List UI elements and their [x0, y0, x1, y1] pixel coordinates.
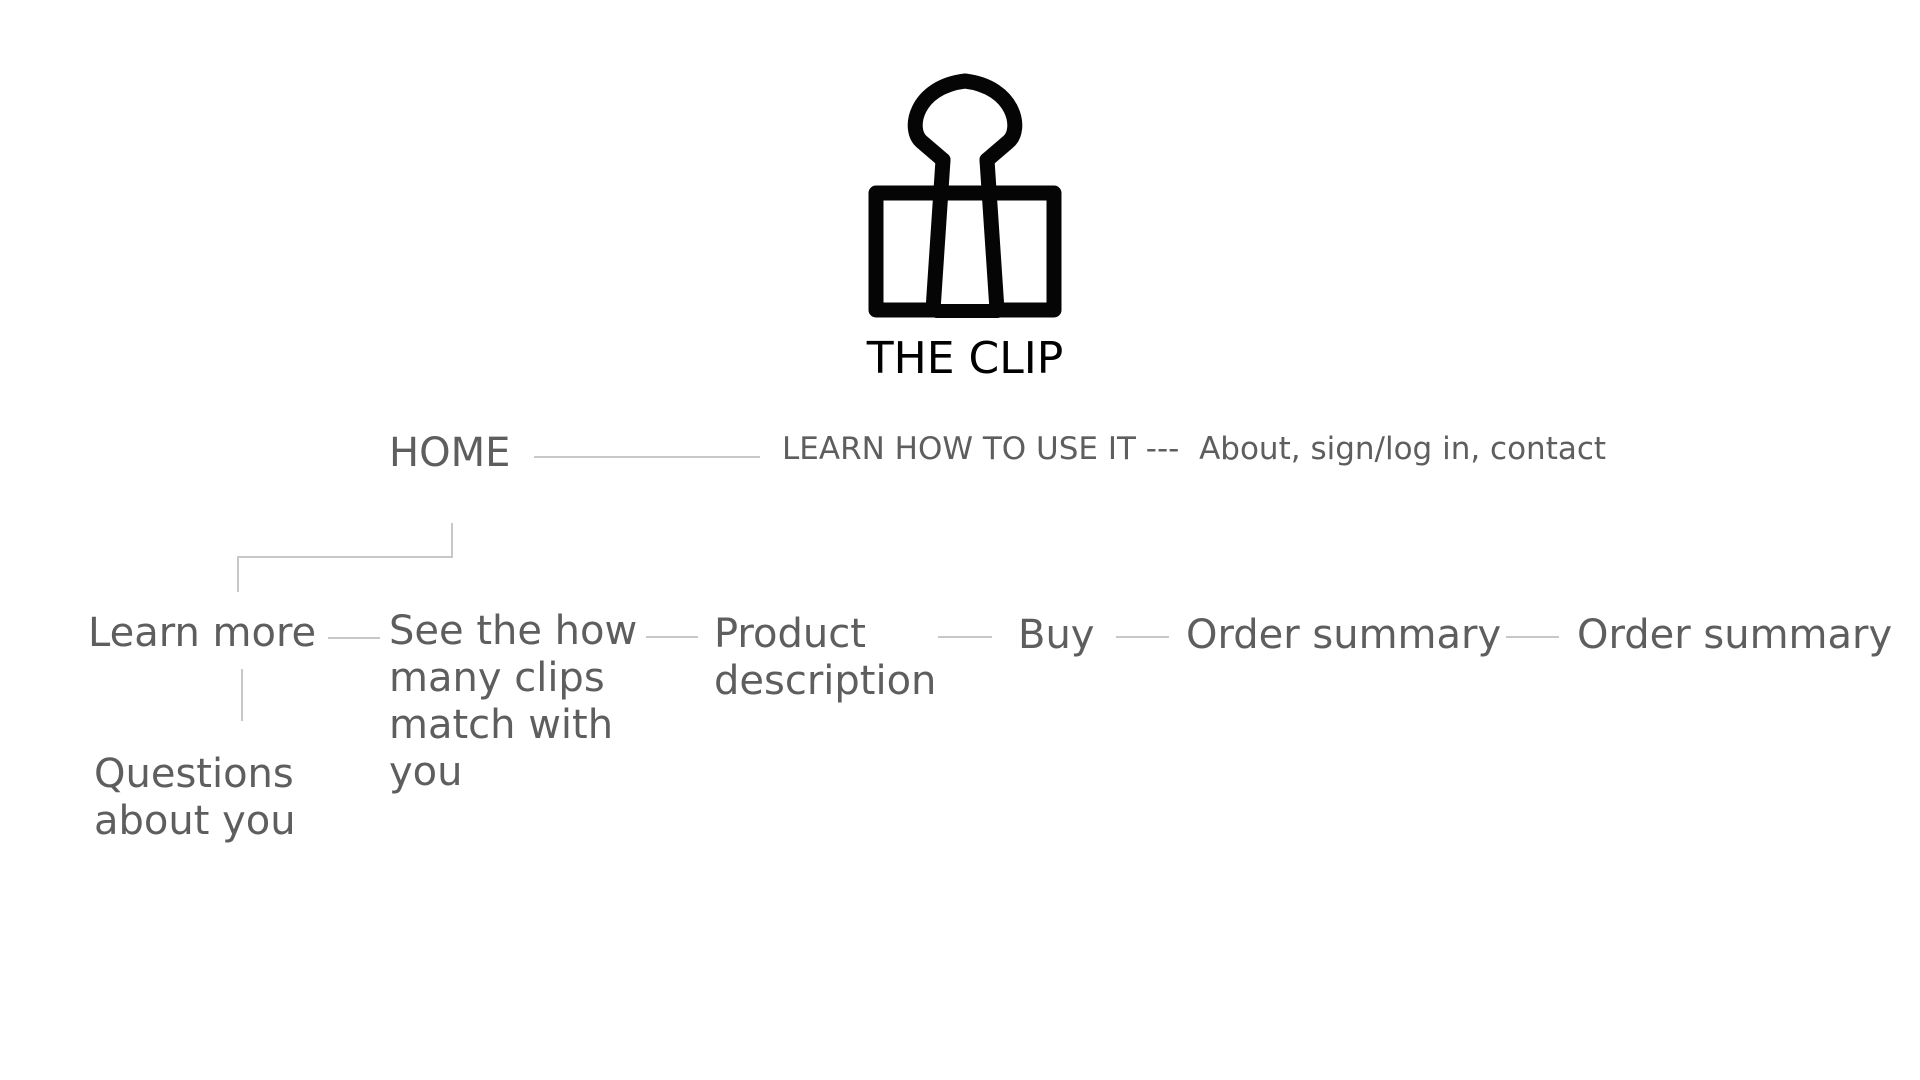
order-summary-node-2: Order summary	[1577, 612, 1893, 658]
see-clips-node: See the how many clips match with you	[389, 608, 638, 795]
learn-how-label: LEARN HOW TO USE IT ---	[782, 431, 1180, 467]
logo: THE CLIP	[855, 70, 1075, 390]
connector-home-links	[534, 456, 760, 458]
connector-branch	[237, 556, 453, 558]
connector-flow-5	[1506, 636, 1559, 638]
connector-branch-down	[237, 556, 239, 592]
order-summary-node-1: Order summary	[1186, 612, 1502, 658]
connector-flow-3	[938, 636, 992, 638]
connector-flow-2	[646, 636, 698, 638]
product-description-node: Product description	[714, 611, 937, 704]
logo-text: THE CLIP	[866, 333, 1064, 384]
questions-node: Questions about you	[94, 751, 296, 844]
connector-flow-1	[328, 637, 380, 639]
connector-learn-questions	[241, 669, 243, 721]
about-links-label: About, sign/log in, contact	[1199, 431, 1607, 467]
buy-node: Buy	[1018, 612, 1095, 658]
top-links-node: LEARN HOW TO USE IT --- About, sign/log …	[782, 431, 1606, 467]
home-node: HOME	[389, 430, 511, 476]
learn-more-node: Learn more	[88, 610, 317, 656]
connector-home-down	[451, 523, 453, 558]
connector-flow-4	[1116, 636, 1169, 638]
binder-clip-icon	[868, 73, 1062, 318]
